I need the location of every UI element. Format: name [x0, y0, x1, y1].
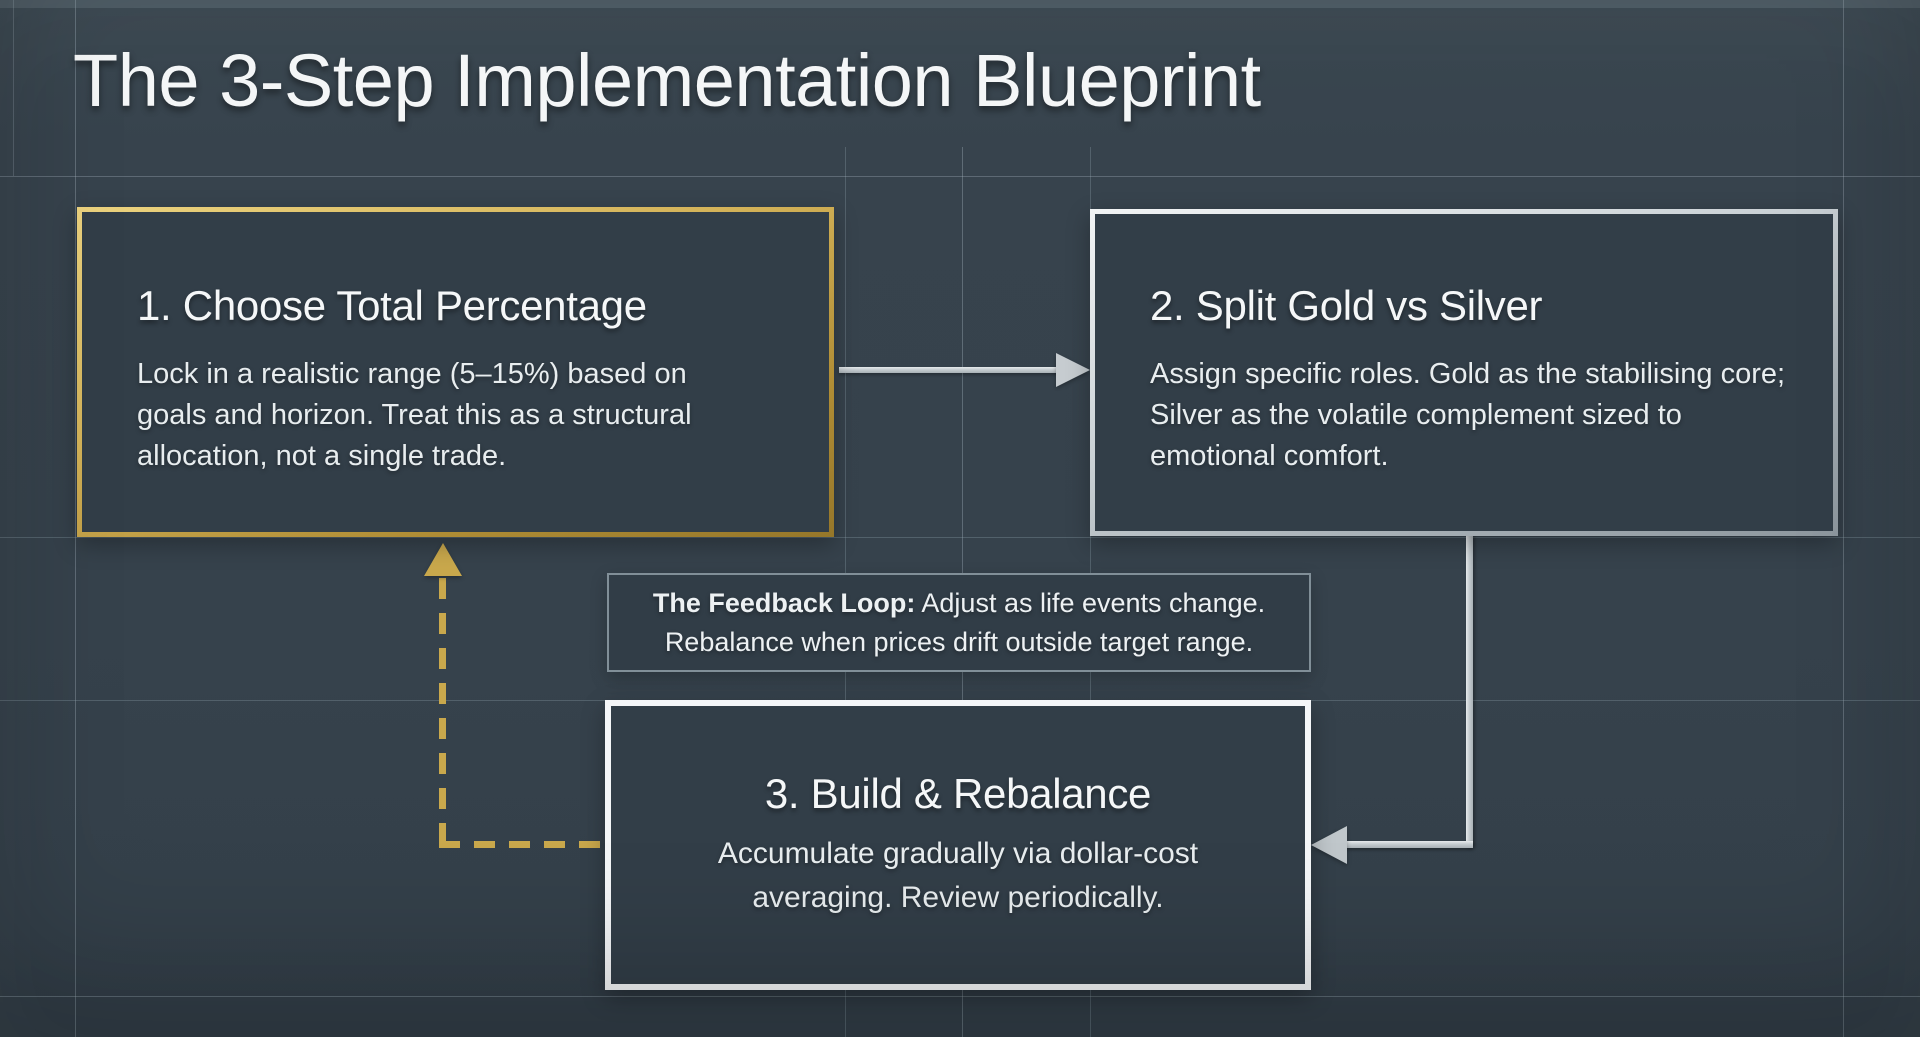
arrow-step1-to-step2-head-icon: [1056, 353, 1090, 387]
grid-line: [0, 996, 1920, 997]
arrow-feedback-head-icon: [424, 543, 462, 576]
feedback-loop-box: The Feedback Loop: Adjust as life events…: [607, 573, 1311, 672]
step-1-title: 1. Choose Total Percentage: [137, 281, 647, 329]
page-title: The 3-Step Implementation Blueprint: [73, 39, 1261, 122]
top-light-strip: [0, 0, 1920, 8]
step-2-box-inner: 2. Split Gold vs Silver Assign specific …: [1095, 214, 1833, 531]
step-1-description: Lock in a realistic range (5–15%) based …: [137, 357, 692, 472]
step-3-box: 3. Build & Rebalance Accumulate graduall…: [605, 700, 1311, 990]
step-3-description: Accumulate gradually via dollar-cost ave…: [717, 837, 1199, 914]
step-2-title: 2. Split Gold vs Silver: [1150, 282, 1543, 329]
feedback-loop-text: The Feedback Loop: Adjust as life events…: [629, 584, 1289, 662]
feedback-loop-body: Adjust as life events change. Rebalance …: [664, 587, 1266, 657]
step-1-box-inner: 1. Choose Total Percentage Lock in a rea…: [82, 212, 829, 532]
grid-line: [1843, 0, 1844, 1037]
arrow-feedback-horizontal-shaft: [439, 841, 609, 848]
step-3-title: 3. Build & Rebalance: [764, 770, 1152, 817]
arrow-step2-to-step3-horizontal-shaft: [1345, 841, 1473, 848]
grid-line: [75, 0, 76, 1037]
grid-line: [13, 0, 14, 176]
step-2-description: Assign specific roles. Gold as the stabi…: [1150, 358, 1786, 472]
grid-line: [0, 176, 1920, 177]
arrow-step1-to-step2-shaft: [839, 367, 1060, 373]
feedback-loop-label: The Feedback Loop:: [652, 587, 916, 618]
arrow-step2-to-step3-vertical-shaft: [1466, 534, 1473, 846]
step-3-box-inner: 3. Build & Rebalance Accumulate graduall…: [611, 706, 1305, 984]
step-1-box: 1. Choose Total Percentage Lock in a rea…: [77, 207, 834, 537]
arrow-feedback-vertical-shaft: [439, 578, 446, 848]
grid-line: [0, 537, 1920, 538]
arrow-step2-to-step3-head-icon: [1311, 826, 1347, 864]
step-2-box: 2. Split Gold vs Silver Assign specific …: [1090, 209, 1838, 536]
